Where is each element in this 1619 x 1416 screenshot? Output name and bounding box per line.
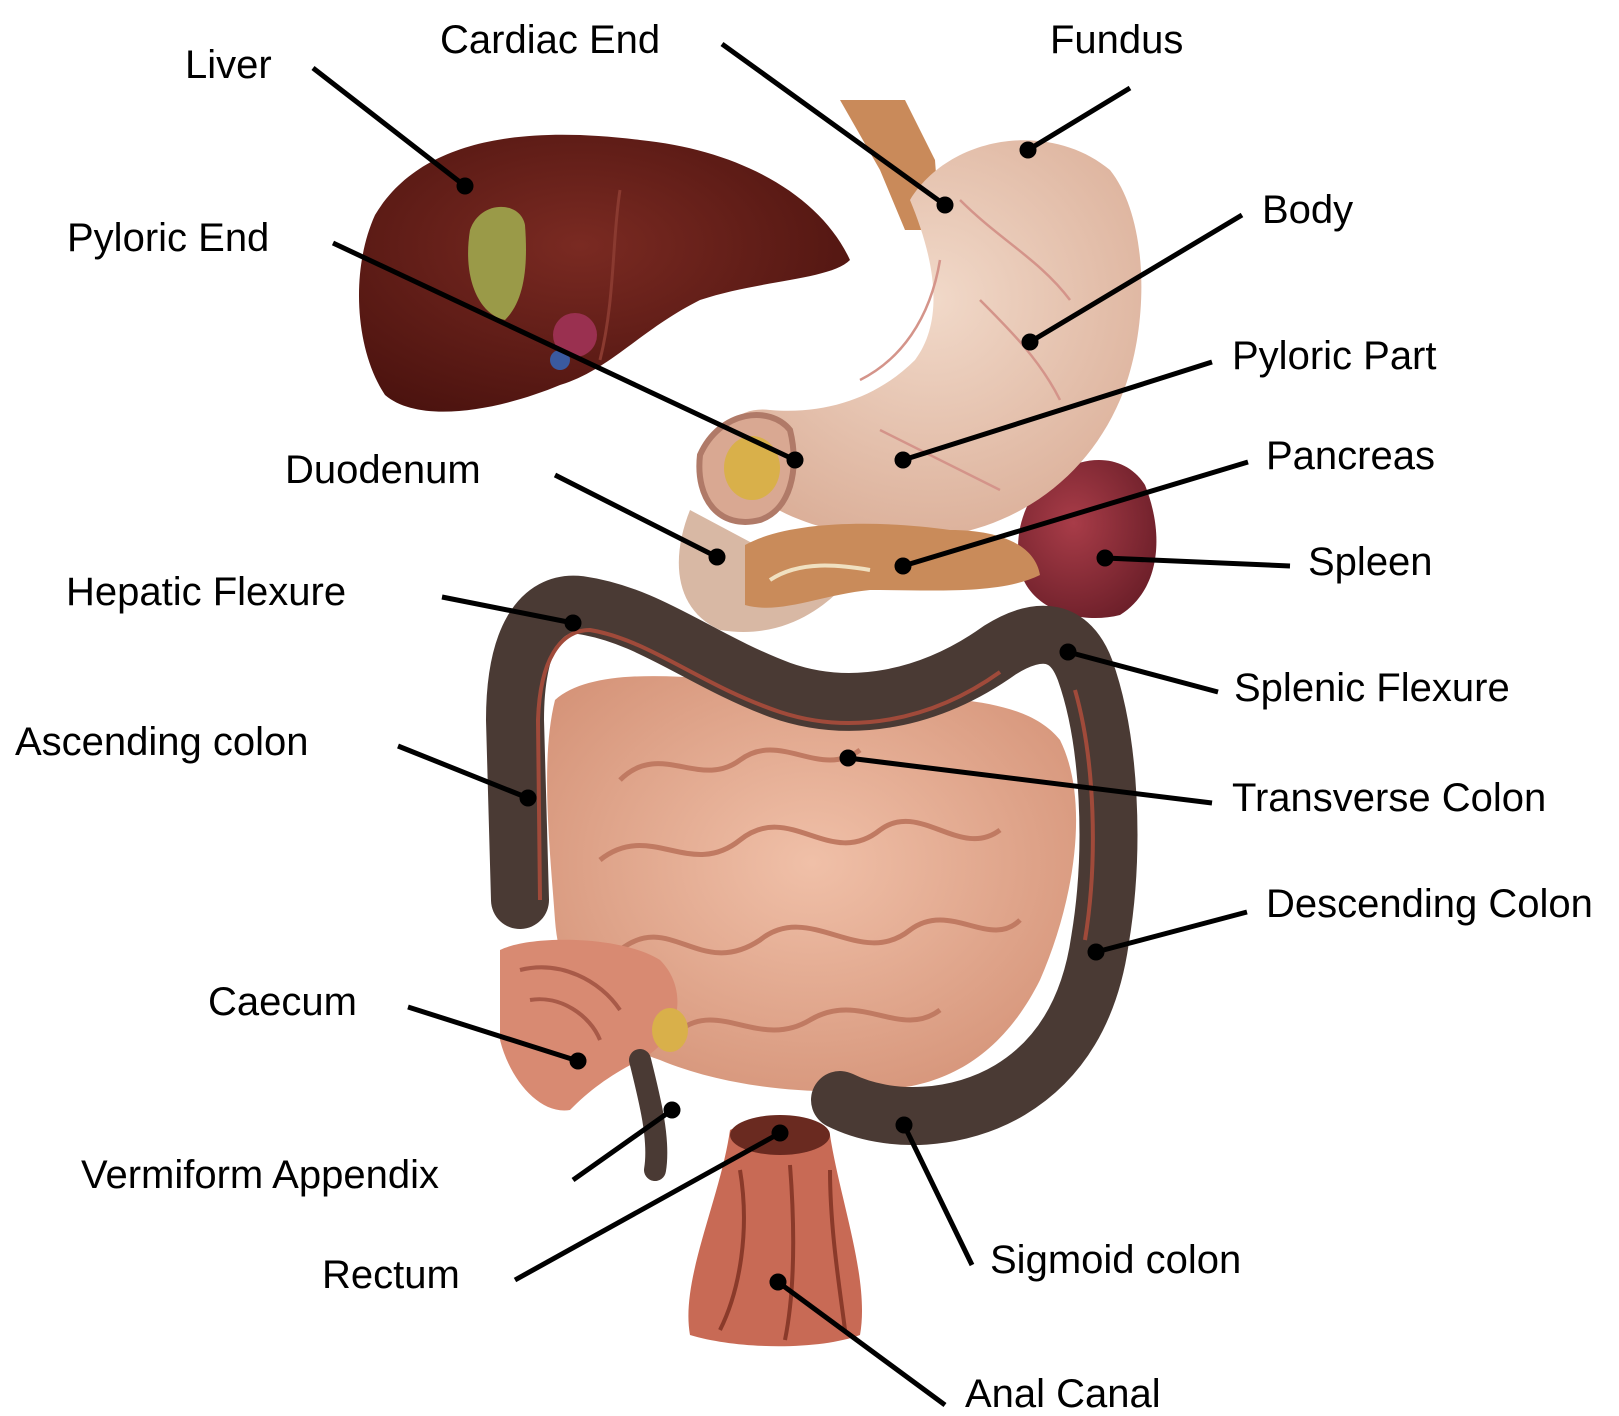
label-liver: Liver bbox=[185, 45, 272, 85]
label-transverse-colon: Transverse Colon bbox=[1232, 778, 1546, 818]
label-anal-canal: Anal Canal bbox=[965, 1374, 1161, 1414]
label-pancreas: Pancreas bbox=[1266, 436, 1435, 476]
label-rectum: Rectum bbox=[322, 1255, 460, 1295]
label-sigmoid-colon: Sigmoid colon bbox=[990, 1240, 1241, 1280]
label-duodenum: Duodenum bbox=[285, 450, 481, 490]
label-descending-colon: Descending Colon bbox=[1266, 884, 1593, 924]
label-splenic-flexure: Splenic Flexure bbox=[1234, 668, 1510, 708]
label-cardiac-end: Cardiac End bbox=[440, 20, 660, 60]
label-pyloric-part: Pyloric Part bbox=[1232, 336, 1437, 376]
label-pyloric-end: Pyloric End bbox=[67, 218, 269, 258]
label-vermiform-appendix: Vermiform Appendix bbox=[81, 1155, 439, 1195]
label-body: Body bbox=[1262, 190, 1353, 230]
label-ascending-colon: Ascending colon bbox=[15, 722, 309, 762]
label-hepatic-flexure: Hepatic Flexure bbox=[66, 572, 346, 612]
label-fundus: Fundus bbox=[1050, 20, 1183, 60]
vermiform-appendix bbox=[640, 1060, 656, 1170]
label-spleen: Spleen bbox=[1308, 542, 1433, 582]
label-caecum: Caecum bbox=[208, 982, 357, 1022]
